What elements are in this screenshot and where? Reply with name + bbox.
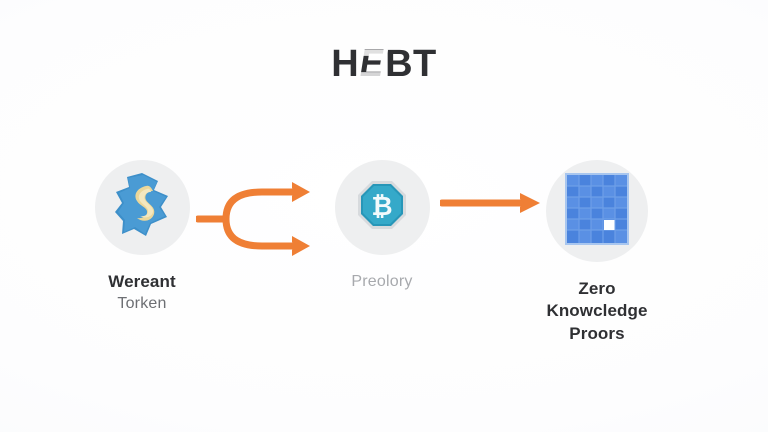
label-group-warrant-token: Wereant Torken: [57, 271, 227, 316]
node-label-line-1: Zero: [578, 279, 616, 298]
title-part-1: H: [331, 43, 360, 85]
node-label-line-1: Preolory: [351, 273, 413, 290]
title-part-3: BT: [385, 43, 437, 85]
svg-text:₿: ₿: [371, 191, 392, 221]
connector-straight-arrow: [438, 192, 545, 219]
proof-grid-icon: [564, 172, 630, 251]
bitcoin-octagon-icon: ₿: [356, 179, 408, 236]
badge-zero-knowledge-proofs: [546, 160, 648, 262]
label-group-zero-knowledge-proofs: Zero Knowcledge Proors: [512, 278, 682, 345]
connector-forked-arrow: [194, 180, 326, 263]
label-group-predatory: Preolory: [297, 271, 467, 293]
page-title: HEBT: [0, 42, 768, 86]
shield-hexagon-icon: [113, 172, 171, 243]
badge-predatory: ₿: [334, 160, 430, 255]
flow-node-warrant-token[interactable]: Wereant Torken: [57, 160, 227, 316]
badge-warrant-token: [94, 160, 190, 255]
flow-diagram: Wereant Torken: [0, 160, 768, 390]
flow-node-zero-knowledge-proofs[interactable]: Zero Knowcledge Proors: [512, 160, 682, 345]
brand-title: HEBT: [331, 42, 437, 86]
node-label-line-2: Torken: [117, 295, 167, 313]
title-glitch-char: E: [356, 42, 388, 86]
node-label-line-1: Wereant: [108, 272, 176, 291]
flow-node-predatory[interactable]: ₿ Preolory: [297, 160, 467, 293]
node-label-line-2: Knowcledge: [546, 301, 648, 321]
node-label-line-3: Proors: [569, 323, 625, 343]
